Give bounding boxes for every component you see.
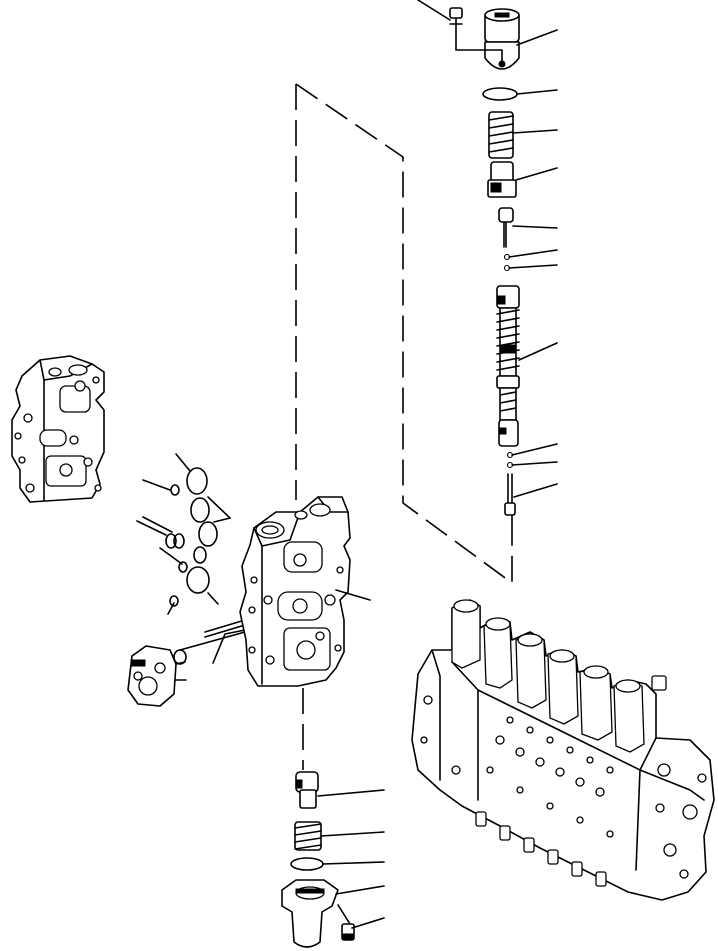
lower-bolt — [341, 923, 355, 941]
lower-pin — [504, 473, 516, 516]
seal-set-left — [165, 467, 218, 665]
leader-lines-lower — [317, 789, 385, 929]
lower-o-ring — [290, 857, 324, 871]
top-bolt — [449, 7, 463, 35]
lower-cover — [281, 879, 351, 948]
lower-cap — [295, 771, 319, 809]
control-valve-assembly — [411, 599, 715, 901]
valve-body-part — [239, 496, 371, 687]
small-piston — [498, 207, 514, 248]
connector-pins — [179, 619, 246, 664]
top-o-ring — [482, 87, 518, 101]
leader-lines-seals — [136, 453, 231, 615]
valve-section-small — [11, 355, 105, 503]
side-cover — [127, 645, 187, 707]
leader-lines-top — [417, 0, 558, 498]
top-spring — [488, 111, 514, 159]
spool-cap-part — [487, 161, 517, 198]
lower-spring — [294, 821, 322, 851]
top-plug — [455, 8, 520, 70]
spool-assembly-part — [496, 285, 520, 447]
